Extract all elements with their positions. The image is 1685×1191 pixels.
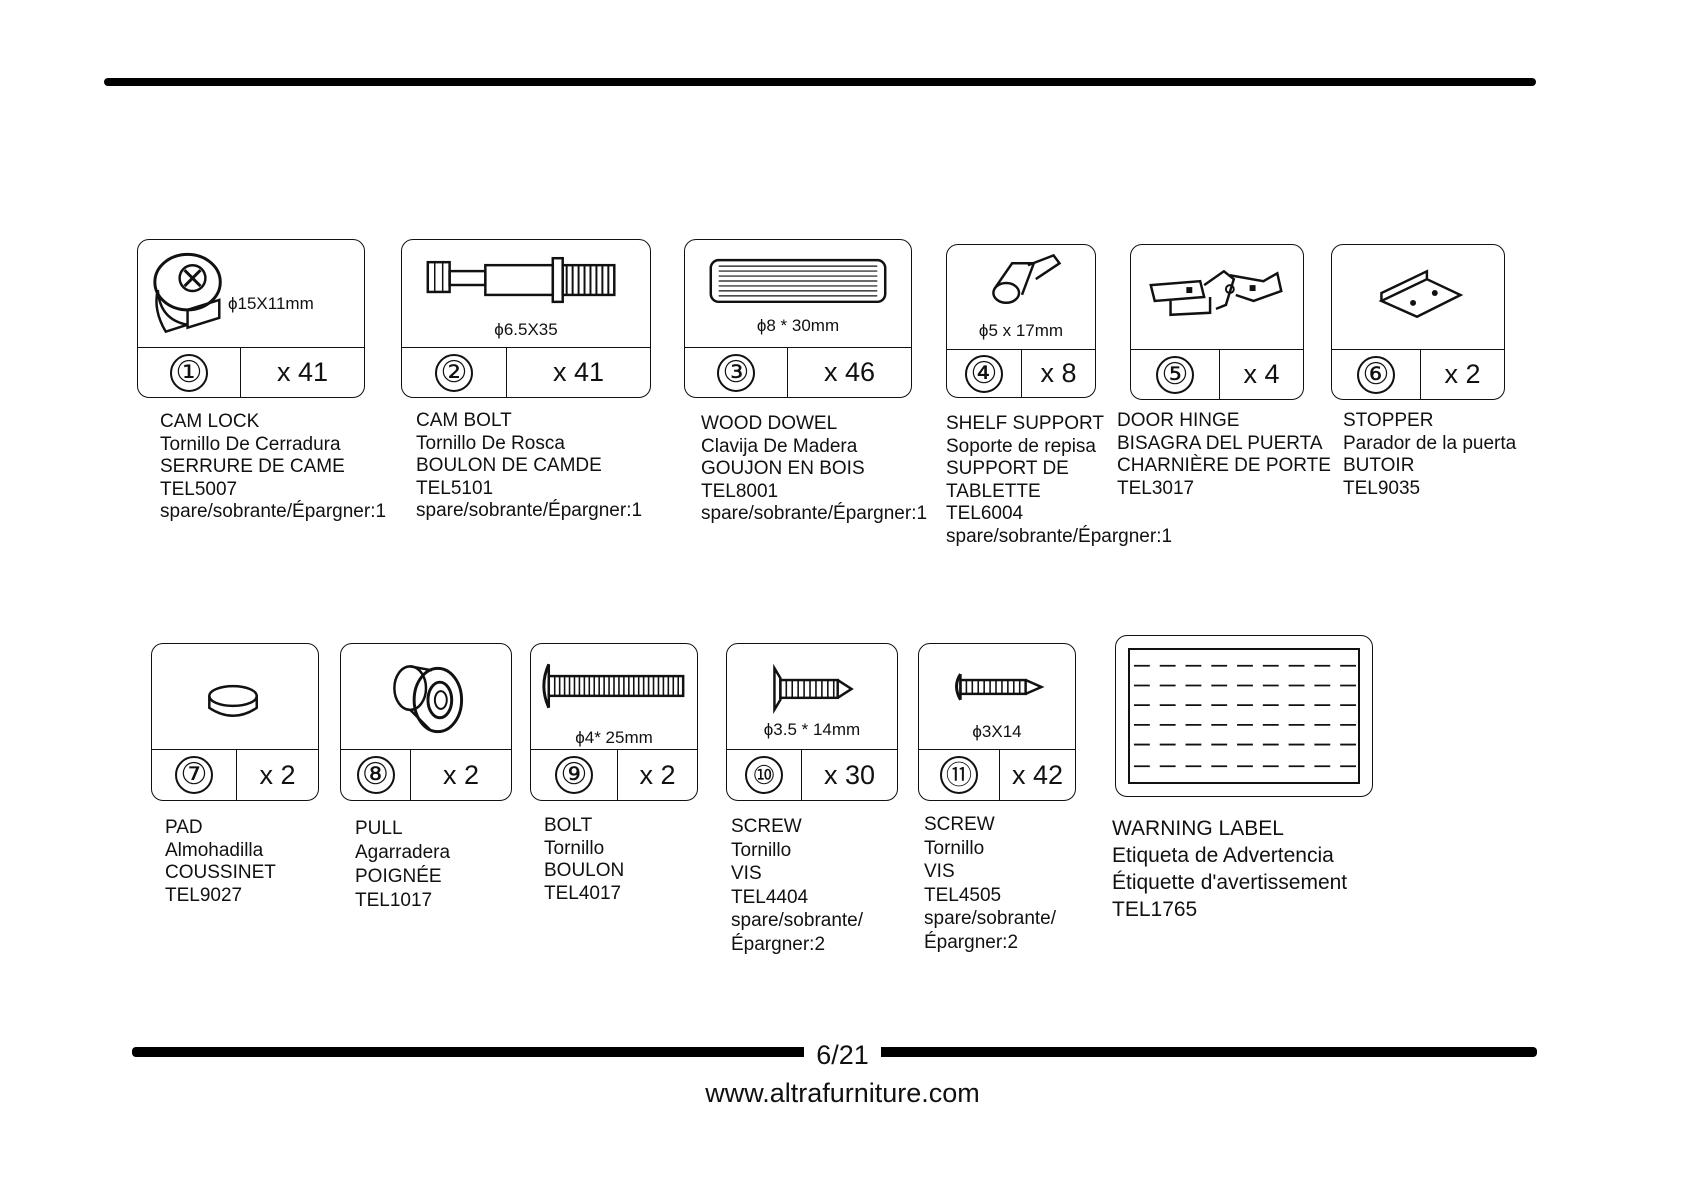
warning-description: WARNING LABEL Etiqueta de Advertencia Ét… xyxy=(1112,817,1348,921)
part-number: ② xyxy=(435,353,473,392)
part-card-wood-dowel: ϕ8 * 30mm ③ x 46 xyxy=(684,239,912,398)
part-description: BOLT Tornillo BOULON TEL4017 xyxy=(544,815,625,904)
part-number: ⑨ xyxy=(555,756,593,794)
part-number: ⑥ xyxy=(1357,355,1395,394)
part-number: ① xyxy=(170,353,208,392)
part-card-shelf-support: ϕ5 x 17mm ④ x 8 xyxy=(946,244,1096,398)
part-spec: ϕ8 * 30mm xyxy=(756,316,840,335)
part-quantity: x 2 xyxy=(442,759,480,790)
part-spec: ϕ3X14 xyxy=(972,722,1022,741)
part-description: PAD Almohadilla COUSSINET TEL9027 xyxy=(165,817,276,906)
pad-icon xyxy=(152,644,318,752)
part-description: SCREW Tornillo VIS TEL4404 spare/sobrant… xyxy=(731,816,864,955)
stopper-icon xyxy=(1332,245,1504,345)
part-number: ⑧ xyxy=(356,756,395,794)
part-quantity: x 41 xyxy=(276,357,329,387)
part-card-pull: ⑧ x 2 xyxy=(340,643,512,801)
part-description: CAM BOLT Tornillo De Rosca BOULON DE CAM… xyxy=(416,410,643,521)
header-rule xyxy=(104,78,1536,86)
part-quantity: x 2 xyxy=(1444,359,1481,389)
cam-lock-icon xyxy=(138,240,364,348)
part-card-screw-round: ϕ3X14 ⑪ x 42 xyxy=(918,643,1076,801)
part-number: ⑤ xyxy=(1156,355,1194,394)
part-card-screw-flat: ϕ3.5 * 14mm ⑩ x 30 xyxy=(726,643,898,801)
part-quantity: x 42 xyxy=(1011,759,1064,790)
part-description: CAM LOCK Tornillo De Cerradura SERRURE D… xyxy=(160,411,387,522)
part-quantity: x 4 xyxy=(1243,359,1280,389)
part-card-cam-bolt: ϕ6.5X35 ② x 41 xyxy=(401,239,651,398)
part-quantity: x 2 xyxy=(259,759,296,790)
part-quantity: x 41 xyxy=(552,357,605,387)
door-hinge-icon xyxy=(1131,245,1303,345)
part-number: ⑦ xyxy=(175,756,213,794)
part-spec: ϕ15X11mm xyxy=(228,294,314,313)
part-number: ③ xyxy=(717,353,755,392)
part-spec: ϕ4* 25mm xyxy=(575,728,653,747)
part-spec: ϕ5 x 17mm xyxy=(978,321,1064,340)
part-quantity: x 2 xyxy=(639,759,676,790)
part-description: WOOD DOWEL Clavija De Madera GOUJON EN B… xyxy=(701,413,928,524)
part-quantity: x 46 xyxy=(823,357,876,387)
page-number: 6/21 xyxy=(0,1040,1685,1071)
pull-knob-icon xyxy=(341,644,511,752)
round-screw-icon xyxy=(919,644,1075,724)
part-number: ④ xyxy=(965,354,1003,393)
part-card-bolt: ϕ4* 25mm ⑨ x 2 xyxy=(530,643,698,801)
shelf-support-icon xyxy=(947,245,1095,325)
bolt-icon xyxy=(531,644,697,724)
part-card-cam-lock: ϕ15X11mm ① x 41 xyxy=(137,239,365,398)
part-number: ⑪ xyxy=(940,756,978,794)
warning-label-card xyxy=(1115,635,1373,797)
flat-screw-icon xyxy=(727,644,897,724)
part-card-door-hinge: ⑤ x 4 xyxy=(1130,244,1304,400)
website-url: www.altrafurniture.com xyxy=(705,1078,980,1108)
part-number: ⑩ xyxy=(745,756,783,794)
part-card-stopper: ⑥ x 2 xyxy=(1331,244,1505,400)
part-quantity: x 30 xyxy=(823,759,876,790)
part-description: PULL Agarradera POIGNÉE TEL1017 xyxy=(355,818,451,911)
cam-bolt-icon xyxy=(402,240,650,330)
part-quantity: x 8 xyxy=(1040,358,1077,388)
wood-dowel-icon xyxy=(685,240,911,320)
part-spec: ϕ6.5X35 xyxy=(494,320,558,339)
part-description: SCREW Tornillo VIS TEL4505 spare/sobrant… xyxy=(924,814,1057,953)
warning-label-icon xyxy=(1128,648,1360,784)
part-card-pad: ⑦ x 2 xyxy=(151,643,319,801)
part-description: STOPPER Parador de la puerta BUTOIR TEL9… xyxy=(1343,410,1517,499)
part-description: SHELF SUPPORT Soporte de repisa SUPPORT … xyxy=(946,413,1173,547)
part-description: DOOR HINGE BISAGRA DEL PUERTA CHARNIÈRE … xyxy=(1117,410,1331,499)
part-spec: ϕ3.5 * 14mm xyxy=(763,720,861,739)
